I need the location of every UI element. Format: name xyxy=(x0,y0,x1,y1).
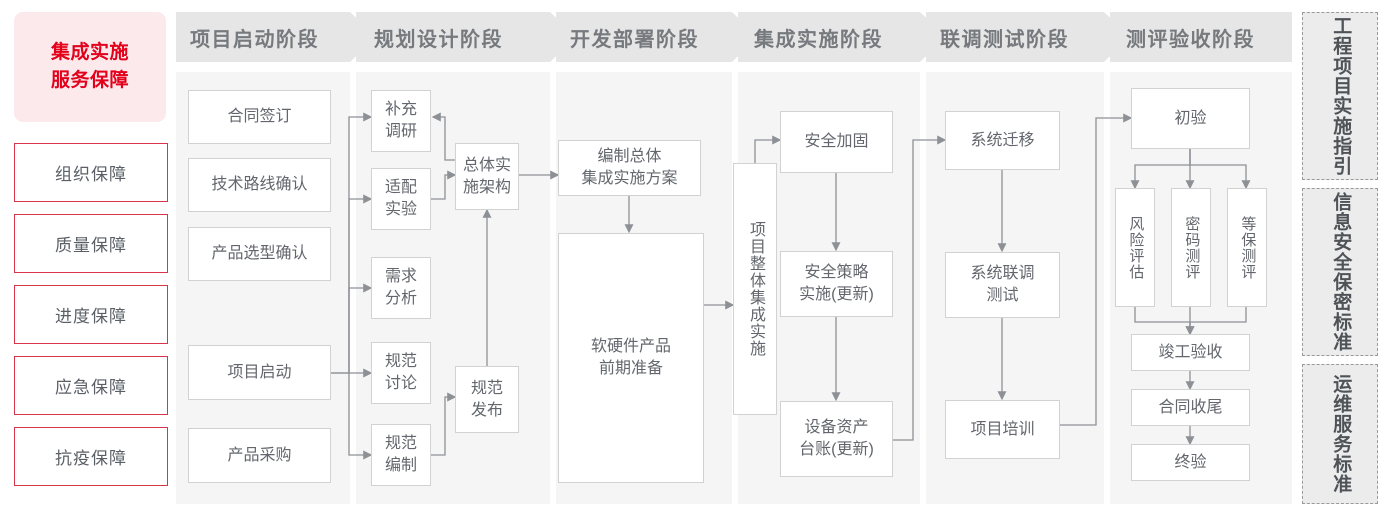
rail-label: 工程项目实施指引 xyxy=(1330,16,1352,176)
node-spec-release[interactable]: 规范发布 xyxy=(455,366,519,433)
guarantee-item-emergency[interactable]: 应急保障 xyxy=(14,356,168,415)
node-label: 产品选型确认 xyxy=(211,245,308,263)
node-label: 软硬件产品前期准备 xyxy=(590,338,671,377)
node-overall-project-integration[interactable]: 项目整体集成实施 xyxy=(733,163,777,415)
node-label: 规范讨论 xyxy=(384,353,417,392)
node-label: 密码测评 xyxy=(1183,215,1201,280)
guarantee-item-label: 进度保障 xyxy=(55,307,127,326)
stage-label: 测评验收阶段 xyxy=(1126,28,1255,51)
node-contract-closure[interactable]: 合同收尾 xyxy=(1131,389,1250,426)
guarantee-item-quality[interactable]: 质量保障 xyxy=(14,214,168,273)
stage-label: 规划设计阶段 xyxy=(374,28,503,51)
node-hw-sw-product-preparation[interactable]: 软硬件产品前期准备 xyxy=(558,233,704,483)
node-label: 系统联调测试 xyxy=(970,265,1035,304)
stage-label: 开发部署阶段 xyxy=(570,28,699,51)
node-label: 合同收尾 xyxy=(1158,398,1223,416)
guarantee-item-label: 质量保障 xyxy=(55,236,127,255)
node-risk-assessment[interactable]: 风险评估 xyxy=(1115,188,1155,307)
node-mlps-evaluation[interactable]: 等保测评 xyxy=(1227,188,1267,307)
node-draft-overall-integration-plan[interactable]: 编制总体集成实施方案 xyxy=(558,140,701,196)
node-security-policy-implementation[interactable]: 安全策略实施(更新) xyxy=(780,251,893,317)
stage-banner-planning-design[interactable]: 规划设计阶段 xyxy=(356,12,550,62)
node-overall-implementation-architecture[interactable]: 总体实施架构 xyxy=(455,143,519,210)
rail-ops-standard[interactable]: 运维服务标准 xyxy=(1302,364,1378,504)
node-tech-route-confirm[interactable]: 技术路线确认 xyxy=(188,158,331,212)
stage-banner-evaluation-accept[interactable]: 测评验收阶段 xyxy=(1110,12,1292,62)
node-label: 合同签订 xyxy=(227,108,292,126)
node-product-selection-confirm[interactable]: 产品选型确认 xyxy=(188,227,331,281)
node-label: 项目整体集成实施 xyxy=(747,221,764,357)
rail-label: 信息安全保密标准 xyxy=(1330,192,1352,352)
node-adaptation-experiment[interactable]: 适配实验 xyxy=(371,168,431,230)
guarantee-item-schedule[interactable]: 进度保障 xyxy=(14,285,168,344)
node-label: 总体实施架构 xyxy=(462,156,511,196)
guarantee-title-line2: 服务保障 xyxy=(50,70,129,91)
node-label: 技术路线确认 xyxy=(211,176,308,194)
node-label: 需求分析 xyxy=(384,268,417,307)
node-label: 补充调研 xyxy=(384,101,417,140)
stage-banner-integration[interactable]: 集成实施阶段 xyxy=(738,12,920,62)
node-requirement-analysis[interactable]: 需求分析 xyxy=(371,257,431,319)
node-contract-signing[interactable]: 合同签订 xyxy=(188,90,331,144)
node-label: 初验 xyxy=(1174,109,1207,127)
guarantee-item-label: 抗疫保障 xyxy=(55,449,127,468)
node-equipment-asset-ledger[interactable]: 设备资产台账(更新) xyxy=(780,401,893,477)
stage-label: 集成实施阶段 xyxy=(754,28,883,51)
node-system-joint-debug-test[interactable]: 系统联调测试 xyxy=(945,252,1060,318)
stage-label: 联调测试阶段 xyxy=(940,28,1069,51)
node-system-migration[interactable]: 系统迁移 xyxy=(945,111,1060,170)
node-project-kickoff[interactable]: 项目启动 xyxy=(188,345,331,400)
node-label: 终验 xyxy=(1174,453,1207,471)
node-final-acceptance[interactable]: 终验 xyxy=(1131,444,1250,481)
node-label: 项目启动 xyxy=(227,363,292,381)
node-label: 系统迁移 xyxy=(970,131,1035,149)
guarantee-item-label: 组织保障 xyxy=(55,165,127,184)
node-security-hardening[interactable]: 安全加固 xyxy=(780,111,893,173)
stage-banner-joint-test[interactable]: 联调测试阶段 xyxy=(926,12,1104,62)
node-label: 风险评估 xyxy=(1127,215,1145,280)
guarantee-panel-title: 集成实施 服务保障 xyxy=(14,12,166,122)
guarantee-title-line1: 集成实施 xyxy=(50,42,129,64)
guarantee-panel: 集成实施 服务保障 组织保障 质量保障 进度保障 应急保障 抗疫保障 xyxy=(14,12,168,504)
node-spec-drafting[interactable]: 规范编制 xyxy=(371,424,431,486)
node-label: 安全策略实施(更新) xyxy=(799,264,874,303)
node-label: 等保测评 xyxy=(1239,215,1257,280)
rail-engineering-guide[interactable]: 工程项目实施指引 xyxy=(1302,12,1378,180)
guarantee-item-organization[interactable]: 组织保障 xyxy=(14,143,168,202)
guarantee-item-label: 应急保障 xyxy=(55,378,127,397)
node-supplementary-research[interactable]: 补充调研 xyxy=(371,90,431,152)
stage-label: 项目启动阶段 xyxy=(190,28,319,51)
node-project-training[interactable]: 项目培训 xyxy=(945,400,1060,459)
node-label: 编制总体集成实施方案 xyxy=(581,148,678,187)
rail-security-standard[interactable]: 信息安全保密标准 xyxy=(1302,188,1378,356)
stage-banner-project-initiation[interactable]: 项目启动阶段 xyxy=(176,12,350,62)
node-label: 适配实验 xyxy=(384,179,417,218)
node-label: 产品采购 xyxy=(227,446,292,464)
node-label: 项目培训 xyxy=(970,420,1035,438)
node-spec-discussion[interactable]: 规范讨论 xyxy=(371,342,431,404)
node-label: 规范编制 xyxy=(384,435,417,474)
rail-label: 运维服务标准 xyxy=(1330,374,1352,494)
node-product-procurement[interactable]: 产品采购 xyxy=(188,428,331,483)
node-cryptography-evaluation[interactable]: 密码测评 xyxy=(1171,188,1211,307)
node-label: 规范发布 xyxy=(470,379,503,419)
node-label: 竣工验收 xyxy=(1158,343,1223,361)
node-label: 设备资产台账(更新) xyxy=(799,419,874,458)
node-completion-acceptance[interactable]: 竣工验收 xyxy=(1131,334,1250,371)
node-label: 安全加固 xyxy=(804,133,869,151)
node-preliminary-acceptance[interactable]: 初验 xyxy=(1131,88,1250,149)
stage-banner-develop-deploy[interactable]: 开发部署阶段 xyxy=(556,12,732,62)
guarantee-item-epidemic[interactable]: 抗疫保障 xyxy=(14,427,168,486)
